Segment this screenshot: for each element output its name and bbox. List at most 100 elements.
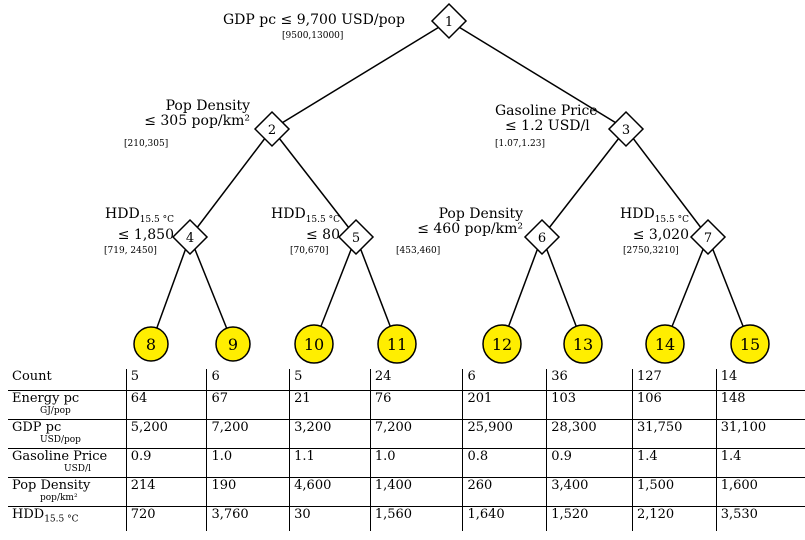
table-cell: 1,640 [462, 506, 547, 531]
leaf-node-11: 11 [377, 324, 417, 364]
split-label-7-condition: ≤ 3,020 [632, 226, 689, 243]
table-cell: 1.4 [631, 448, 717, 478]
decision-node-4: 4 [171, 218, 209, 256]
leaf-node-13: 13 [563, 324, 603, 364]
svg-text:8: 8 [146, 335, 156, 354]
split-label-5-condition: ≤ 80 [306, 226, 340, 243]
row-unit-gdp: USD/pop [40, 435, 81, 445]
table-cell: 3,760 [206, 506, 290, 531]
decision-node-6: 6 [523, 218, 561, 256]
table-cell: 1,600 [715, 477, 805, 507]
table-cell: 720 [125, 506, 207, 531]
table-cell: 30 [289, 506, 371, 531]
leaf-nodes: 8 9 10 11 12 13 [133, 324, 770, 364]
svg-text:13: 13 [573, 335, 593, 354]
table-cell: 76 [369, 390, 463, 420]
table-cell: 1.0 [206, 448, 290, 478]
table-cell: 36 [546, 369, 633, 391]
split-label-3-variable: Gasoline Price [495, 103, 598, 119]
split-label-7: HDD15.5 °C ≤ 3,020 [620, 207, 689, 243]
table-cell: 214 [125, 477, 207, 507]
svg-text:14: 14 [655, 335, 675, 354]
table-cell: 260 [462, 477, 547, 507]
table-cell: 1.1 [289, 448, 371, 478]
table-cell: 64 [125, 390, 207, 420]
split-range-5: [70,670] [290, 246, 329, 256]
svg-text:5: 5 [352, 231, 360, 246]
table-cell: 3,200 [289, 419, 371, 449]
decision-node-7: 7 [689, 218, 727, 256]
table-cell: 103 [546, 390, 633, 420]
svg-text:15: 15 [740, 335, 760, 354]
row-unit-pop-density: pop/km² [40, 493, 78, 503]
table-cell: 0.9 [546, 448, 633, 478]
split-label-4-variable: HDD15.5 °C [105, 206, 174, 225]
svg-text:12: 12 [492, 335, 512, 354]
table-row-hdd: HDD15.5 °C 720 3,760 30 1,560 1,640 1,52… [8, 506, 805, 531]
split-label-6-variable: Pop Density [438, 206, 523, 222]
leaf-node-15: 15 [730, 324, 770, 364]
svg-text:2: 2 [268, 123, 276, 138]
split-label-2: Pop Density ≤ 305 pop/km² [144, 99, 250, 129]
svg-text:9: 9 [228, 335, 238, 354]
svg-text:4: 4 [186, 231, 194, 246]
split-label-3: Gasoline Price ≤ 1.2 USD/l [495, 104, 598, 134]
table-cell: 28,300 [546, 419, 633, 449]
table-cell: 1,400 [369, 477, 463, 507]
split-range-7: [2750,3210] [623, 246, 679, 256]
split-range-3: [1.07,1.23] [495, 139, 545, 149]
table-cell: 1,520 [546, 506, 633, 531]
row-label-hdd: HDD15.5 °C [8, 506, 127, 531]
split-label-5-variable: HDD15.5 °C [271, 206, 340, 225]
table-cell: 3,400 [546, 477, 633, 507]
table-cell: 14 [715, 369, 805, 391]
svg-text:1: 1 [445, 15, 453, 30]
split-range-6: [453,460] [396, 246, 441, 256]
decision-nodes: 1 2 3 4 5 6 7 [171, 2, 727, 256]
split-label-6: Pop Density ≤ 460 pop/km² [417, 207, 523, 237]
table-cell: 4,600 [289, 477, 371, 507]
table-cell: 1,560 [369, 506, 463, 531]
table-cell: 5,200 [125, 419, 207, 449]
table-cell: 3,530 [715, 506, 805, 531]
tree-edges [150, 20, 751, 345]
table-cell: 67 [206, 390, 290, 420]
split-label-2-variable: Pop Density [165, 98, 250, 114]
split-label-4-condition: ≤ 1,850 [117, 226, 174, 243]
split-label-6-condition: ≤ 460 pop/km² [417, 221, 523, 237]
table-cell: 190 [206, 477, 290, 507]
table-cell: 6 [206, 369, 290, 391]
table-cell: 201 [462, 390, 547, 420]
table-cell: 2,120 [631, 506, 717, 531]
split-label-3-condition: ≤ 1.2 USD/l [505, 118, 590, 134]
split-label-2-condition: ≤ 305 pop/km² [144, 113, 250, 129]
decision-node-2: 2 [253, 110, 291, 148]
row-unit-energy: GJ/pop [40, 406, 71, 416]
split-label-7-variable: HDD15.5 °C [620, 206, 689, 225]
table-cell: 6 [462, 369, 547, 391]
split-range-4: [719, 2450] [104, 246, 157, 256]
table-cell: 31,100 [715, 419, 805, 449]
decision-node-1: 1 [430, 2, 468, 40]
split-range-1: [9500,13000] [282, 31, 344, 41]
decision-node-3: 3 [607, 110, 645, 148]
split-label-4: HDD15.5 °C ≤ 1,850 [105, 207, 174, 243]
table-cell: 1.4 [715, 448, 805, 478]
table-cell: 1,500 [631, 477, 717, 507]
table-cell: 148 [715, 390, 805, 420]
leaf-node-8: 8 [133, 326, 169, 362]
table-cell: 1.0 [369, 448, 463, 478]
split-label-5: HDD15.5 °C ≤ 80 [271, 207, 340, 243]
table-cell: 0.8 [462, 448, 547, 478]
decision-node-5: 5 [337, 218, 375, 256]
svg-text:11: 11 [387, 335, 407, 354]
svg-text:7: 7 [704, 231, 712, 246]
table-cell: 25,900 [462, 419, 547, 449]
